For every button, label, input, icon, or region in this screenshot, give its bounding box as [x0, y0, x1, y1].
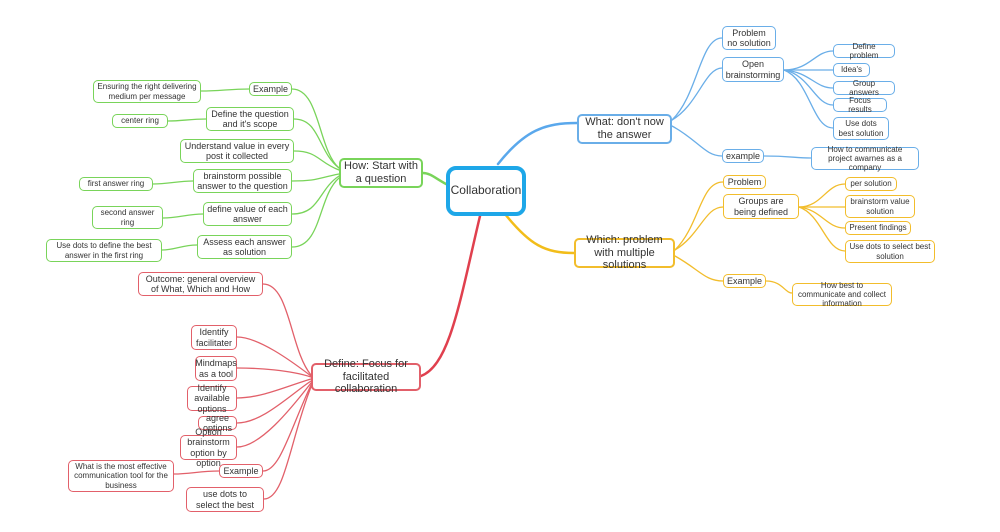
which-branch[interactable]: Which: problem with multiple solutions [574, 234, 675, 271]
what-open-brainstorming[interactable]: Open brainstorming [722, 57, 784, 82]
link-example-effective [173, 470, 220, 475]
which-step-per-solution[interactable]: per solution [845, 177, 897, 191]
link-example2-detail [765, 280, 793, 294]
which-problem[interactable]: Problem [723, 175, 766, 189]
link-open-focus [783, 69, 834, 106]
how-example-detail[interactable]: Ensuring the right delivering medium per… [93, 80, 201, 103]
what-step-define-problem[interactable]: Define problem [833, 42, 895, 60]
which-step-present-findings[interactable]: Present findings [845, 221, 911, 235]
define-example-detail[interactable]: What is the most effective communication… [68, 460, 174, 492]
how-understand-value[interactable]: Understand value in every post it collec… [180, 139, 294, 163]
how-brainstorm-answer[interactable]: brainstorm possible answer to the questi… [193, 169, 292, 193]
link-how-assess [291, 177, 340, 248]
link-open-dots [783, 69, 834, 129]
define-option-brainstorm[interactable]: Option brainstorm option by option [180, 427, 237, 468]
link-center-define [419, 214, 482, 378]
link-assess-usedots [161, 244, 198, 251]
link-how-definevalue [291, 175, 340, 215]
link-define-outcome [262, 283, 312, 376]
link-how-define [293, 118, 340, 169]
link-what-open [671, 67, 723, 121]
how-define-question[interactable]: Define the question and it's scope [206, 107, 294, 131]
how-second-answer-ring[interactable]: second answer ring [92, 206, 163, 229]
how-first-answer-ring[interactable]: first answer ring [79, 177, 153, 191]
link-what-example [671, 125, 723, 157]
define-identify-facilitater[interactable]: Identify facilitater [191, 325, 237, 350]
which-example-detail[interactable]: How best to communicate and collect info… [792, 281, 892, 308]
how-example[interactable]: Example [249, 82, 292, 96]
how-assess-answer[interactable]: Assess each answer as solution [197, 235, 292, 259]
which-step-brainstorm-value[interactable]: brainstorm value solution [845, 195, 915, 218]
link-center-what [496, 121, 579, 166]
what-step-focus-results[interactable]: Focus results [833, 96, 887, 114]
what-step-group-answers[interactable]: Group answers [833, 79, 895, 97]
link-define-mindmaps [236, 367, 312, 378]
link-definevalue-secondring [162, 213, 204, 219]
define-mindmaps-tool[interactable]: Mindmaps as a tool [195, 356, 237, 381]
link-groups-per [798, 183, 846, 208]
define-use-dots[interactable]: use dots to select the best [186, 487, 264, 512]
link-which-problem [674, 181, 724, 251]
link-example-detail [763, 155, 812, 159]
what-branch[interactable]: What: don't now the answer [577, 114, 672, 144]
what-step-ideas[interactable]: Idea's [833, 63, 870, 77]
how-use-dots-first-ring[interactable]: Use dots to define the best answer in th… [46, 239, 162, 262]
what-problem-no-solution[interactable]: Problem no solution [722, 26, 776, 50]
link-how-example [291, 88, 340, 169]
how-define-value[interactable]: define value of each answer [203, 202, 292, 226]
define-example[interactable]: Example [219, 464, 263, 478]
link-groups-present [798, 206, 846, 229]
link-example-ensuring [200, 88, 250, 92]
link-groups-dots [798, 206, 846, 252]
central-topic[interactable]: Collaboration [446, 166, 526, 216]
which-example[interactable]: Example [723, 274, 766, 288]
link-how-understand [293, 150, 340, 171]
how-center-ring[interactable]: center ring [112, 114, 168, 128]
link-brainstorm-firstring [152, 180, 194, 185]
link-open-define [783, 50, 834, 71]
what-step-use-dots[interactable]: Use dots best solution [833, 117, 889, 140]
link-define-centerring [167, 118, 207, 122]
how-branch[interactable]: How: Start with a question [339, 158, 423, 188]
link-define-optionb [236, 382, 312, 448]
link-what-problem [671, 37, 723, 121]
link-define-options [236, 378, 312, 399]
link-define-example [262, 384, 312, 472]
link-define-identify [236, 336, 312, 377]
link-open-group [783, 69, 834, 89]
link-define-usedots [263, 386, 312, 500]
link-which-groups [674, 206, 724, 251]
link-center-which [503, 212, 576, 255]
define-outcome[interactable]: Outcome: general overview of What, Which… [138, 272, 263, 296]
link-define-agree [236, 380, 312, 424]
what-example[interactable]: example [722, 149, 764, 163]
link-center-how [421, 171, 448, 186]
define-identify-options[interactable]: Identify available options [187, 383, 237, 414]
which-groups-defined[interactable]: Groups are being defined [723, 194, 799, 219]
link-how-brainstorm [291, 173, 340, 182]
define-branch[interactable]: Define: Focus for facilitated collaborat… [311, 358, 421, 395]
what-example-detail[interactable]: How to communicate project awarnes as a … [811, 145, 919, 172]
which-step-use-dots[interactable]: Use dots to select best solution [845, 240, 935, 263]
define-agree-options[interactable]: agree options [198, 413, 237, 433]
link-which-example [674, 255, 724, 282]
